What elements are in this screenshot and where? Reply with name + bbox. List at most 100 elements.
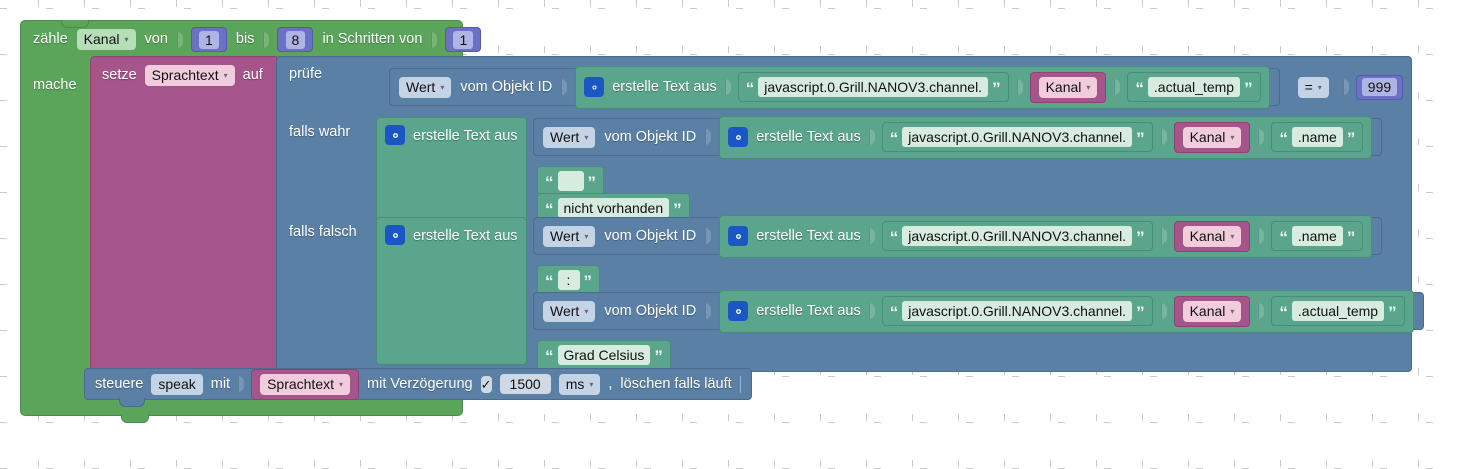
string-value[interactable]: .actual_temp bbox=[1147, 77, 1241, 97]
text-join-condition[interactable]: erstelle Text aus “ javascript.0.Grill.N… bbox=[575, 65, 1270, 109]
string-object-prefix[interactable]: “ javascript.0.Grill.NANOV3.channel. ” bbox=[737, 72, 1009, 102]
string-object-prefix[interactable]: “ javascript.0.Grill.NANOV3.channel. ” bbox=[881, 296, 1153, 326]
string-name-suffix[interactable]: “ .name ” bbox=[1271, 221, 1364, 251]
string-space-true[interactable]: “ ” bbox=[537, 166, 604, 196]
string-value[interactable]: .actual_temp bbox=[1291, 301, 1385, 321]
loop-from-value: 1 bbox=[198, 30, 219, 49]
join-socket-3 bbox=[1258, 129, 1263, 145]
string-value[interactable]: javascript.0.Grill.NANOV3.channel. bbox=[758, 77, 989, 97]
wert-label: Wert bbox=[550, 302, 580, 319]
wert-dropdown[interactable]: Wert ▾ bbox=[543, 126, 596, 148]
wert-dropdown[interactable]: Wert ▾ bbox=[543, 225, 596, 247]
join-socket-2 bbox=[1161, 129, 1166, 145]
gear-icon[interactable] bbox=[728, 226, 749, 246]
speak-target-label: speak bbox=[158, 375, 196, 392]
label-erstelle-text-aus: erstelle Text aus bbox=[612, 78, 717, 95]
string-name-suffix[interactable]: “ .name ” bbox=[1271, 122, 1364, 152]
compare-operator-label: = bbox=[1304, 78, 1313, 95]
delay-unit-dropdown[interactable]: ms ▾ bbox=[558, 373, 601, 395]
string-value[interactable]: : bbox=[557, 270, 580, 290]
clear-if-running-checkbox[interactable] bbox=[739, 375, 741, 393]
variable-kanal[interactable]: Kanal ▾ bbox=[1173, 295, 1251, 327]
kanal-dropdown[interactable]: Kanal ▾ bbox=[1182, 126, 1242, 148]
string-value[interactable]: javascript.0.Grill.NANOV3.channel. bbox=[902, 226, 1133, 246]
speak-target-field[interactable]: speak bbox=[151, 373, 203, 395]
string-value[interactable]: .name bbox=[1291, 226, 1343, 246]
loop-from-number[interactable]: 1 bbox=[190, 27, 227, 52]
speak-label-verzoegerung: mit Verzögerung bbox=[367, 375, 473, 392]
value-of-object-false-2[interactable]: Wert ▾ vom Objekt ID erstelle Text aus “… bbox=[533, 289, 1424, 333]
string-value[interactable]: javascript.0.Grill.NANOV3.channel. bbox=[902, 127, 1133, 147]
speak-bottom-notch bbox=[119, 398, 145, 407]
wert-label: Wert bbox=[550, 128, 580, 145]
speak-label-steuere: steuere bbox=[95, 375, 144, 392]
wert-dropdown[interactable]: Wert ▾ bbox=[399, 76, 452, 98]
variable-kanal[interactable]: Kanal ▾ bbox=[1173, 121, 1251, 153]
block-control-speak[interactable]: steuere speak mit Sprachtext ▾ mit Verzö… bbox=[84, 368, 752, 407]
loop-to-number[interactable]: 8 bbox=[277, 27, 314, 52]
variable-kanal[interactable]: Kanal ▾ bbox=[1173, 220, 1251, 252]
chevron-down-icon: ▾ bbox=[1230, 306, 1235, 316]
string-object-prefix[interactable]: “ javascript.0.Grill.NANOV3.channel. ” bbox=[881, 221, 1153, 251]
speak-label-loeschen: löschen falls läuft bbox=[620, 375, 732, 392]
join-socket-1 bbox=[869, 303, 874, 319]
text-join-false-inner-1[interactable]: erstelle Text aus “ javascript.0.Grill.N… bbox=[719, 214, 1373, 258]
string-grad-celsius[interactable]: “ Grad Celsius ” bbox=[537, 340, 671, 370]
compare-operator-dropdown[interactable]: = ▾ bbox=[1297, 76, 1329, 98]
object-id-socket bbox=[705, 228, 710, 244]
gear-icon[interactable] bbox=[584, 77, 605, 97]
text-join-false-inner-2[interactable]: erstelle Text aus “ javascript.0.Grill.N… bbox=[719, 289, 1414, 333]
loop-step-number[interactable]: 1 bbox=[445, 27, 482, 52]
string-actual-temp[interactable]: “ .actual_temp ” bbox=[1271, 296, 1405, 326]
value-of-object-false-1[interactable]: Wert ▾ vom Objekt ID erstelle Text aus “… bbox=[533, 214, 1383, 258]
speak-comma: , bbox=[608, 376, 613, 392]
gear-icon[interactable] bbox=[385, 225, 405, 245]
quote-close: ” bbox=[587, 173, 597, 192]
string-value[interactable]: .name bbox=[1291, 127, 1343, 147]
condition-row[interactable]: Wert ▾ vom Objekt ID erstelle Text aus bbox=[389, 65, 1404, 109]
string-value[interactable]: Grad Celsius bbox=[557, 345, 651, 365]
set-variable-label: Sprachtext bbox=[151, 67, 219, 83]
gear-icon[interactable] bbox=[728, 301, 749, 321]
text-join-false-branch[interactable]: erstelle Text aus bbox=[376, 217, 527, 365]
sprachtext-dropdown[interactable]: Sprachtext ▾ bbox=[260, 373, 351, 395]
string-colon-false[interactable]: “ : ” bbox=[537, 265, 600, 295]
variable-kanal[interactable]: Kanal ▾ bbox=[1029, 71, 1107, 103]
label-erstelle-text-aus: erstelle Text aus bbox=[413, 228, 518, 244]
string-actual-temp[interactable]: “ .actual_temp ” bbox=[1127, 72, 1261, 102]
chevron-down-icon: ▾ bbox=[584, 132, 589, 142]
string-value[interactable]: nicht vorhanden bbox=[557, 198, 670, 218]
compare-number-socket bbox=[1343, 79, 1348, 95]
join-socket-3 bbox=[1114, 79, 1119, 95]
loop-to-socket bbox=[263, 32, 268, 48]
value-of-object-condition[interactable]: Wert ▾ vom Objekt ID erstelle Text aus bbox=[389, 65, 1280, 109]
set-label-auf: auf bbox=[242, 67, 263, 84]
block-set-variable[interactable]: setze Sprachtext ▾ auf bbox=[90, 56, 280, 372]
loop-variable-dropdown[interactable]: Kanal ▾ bbox=[76, 29, 136, 50]
kanal-dropdown[interactable]: Kanal ▾ bbox=[1182, 300, 1242, 322]
kanal-dropdown[interactable]: Kanal ▾ bbox=[1182, 225, 1242, 247]
gear-icon[interactable] bbox=[385, 125, 405, 145]
kanal-dropdown[interactable]: Kanal ▾ bbox=[1038, 76, 1098, 98]
quote-open: “ bbox=[745, 79, 755, 98]
set-label-setze: setze bbox=[102, 67, 137, 84]
delay-value-field[interactable]: 1500 bbox=[499, 374, 551, 394]
set-variable-dropdown[interactable]: Sprachtext ▾ bbox=[144, 65, 235, 86]
variable-sprachtext[interactable]: Sprachtext ▾ bbox=[251, 368, 360, 400]
gear-icon[interactable] bbox=[728, 127, 749, 147]
delay-unit-label: ms bbox=[565, 375, 585, 392]
loop-label-von: von bbox=[144, 31, 168, 48]
text-join-true-inner[interactable]: erstelle Text aus “ javascript.0.Grill.N… bbox=[719, 115, 1373, 159]
wert-dropdown[interactable]: Wert ▾ bbox=[543, 300, 596, 322]
quote-close: ” bbox=[1136, 129, 1145, 148]
string-value[interactable] bbox=[557, 171, 584, 191]
quote-open: “ bbox=[889, 129, 899, 148]
compare-number-block[interactable]: 999 bbox=[1355, 74, 1404, 100]
delay-checkbox[interactable]: ✓ bbox=[480, 375, 492, 393]
loop-bottom-notch bbox=[121, 414, 149, 423]
string-value[interactable]: javascript.0.Grill.NANOV3.channel. bbox=[902, 301, 1133, 321]
join-socket-2 bbox=[1017, 79, 1022, 95]
value-of-object-true[interactable]: Wert ▾ vom Objekt ID erstelle Text aus “… bbox=[533, 115, 1383, 159]
string-object-prefix[interactable]: “ javascript.0.Grill.NANOV3.channel. ” bbox=[881, 122, 1153, 152]
